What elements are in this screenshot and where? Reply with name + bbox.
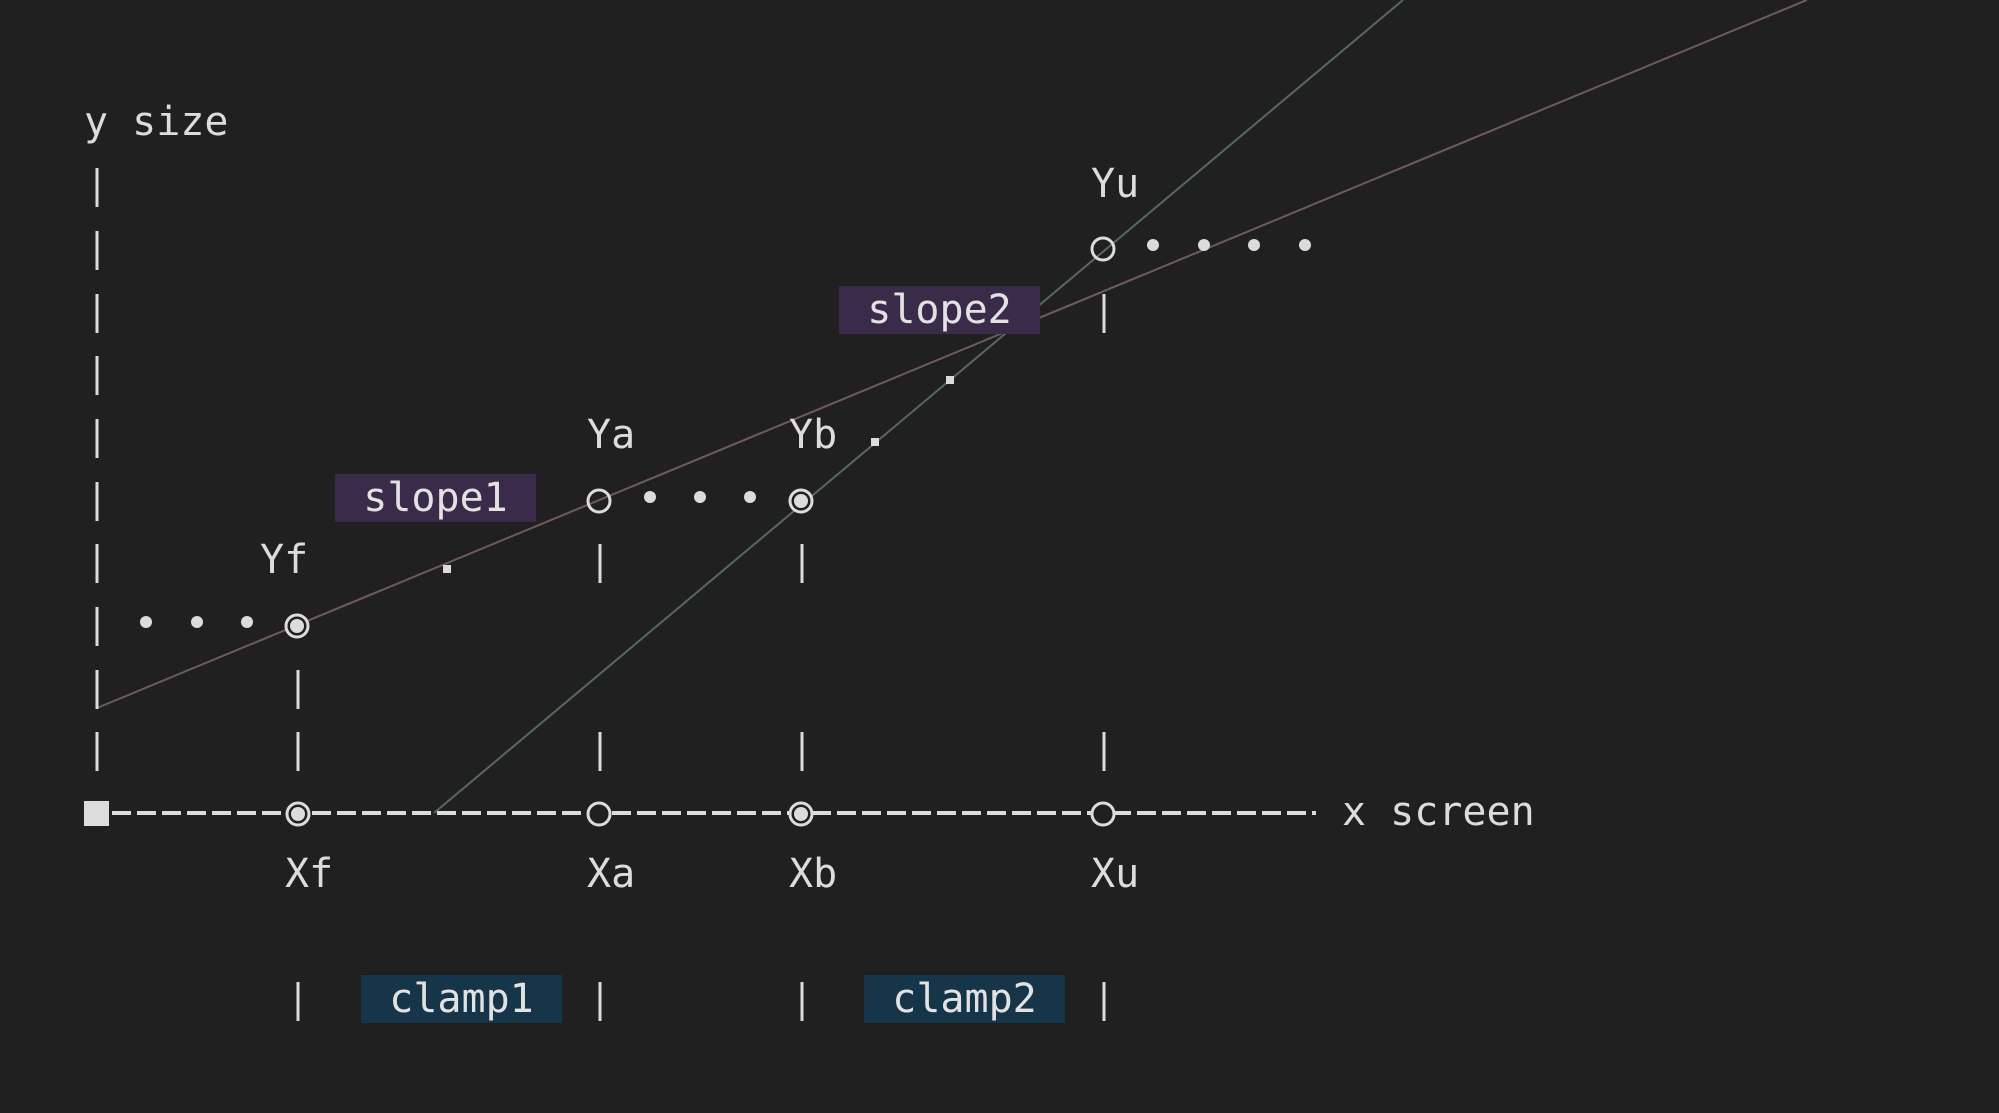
dot-leaders <box>140 239 1311 628</box>
label-xf: Xf <box>285 851 334 897</box>
clamp2-label: clamp2 <box>864 975 1065 1023</box>
slope2-line <box>433 0 1404 814</box>
y-axis-label: y size <box>84 99 229 145</box>
label-yu: Yu <box>1091 161 1140 207</box>
label-xu: Xu <box>1091 851 1140 897</box>
origin-square <box>84 801 109 826</box>
x-axis-label: x screen <box>1342 789 1535 835</box>
label-xb: Xb <box>789 851 838 897</box>
small-dots <box>443 376 954 573</box>
label-yf: Yf <box>260 537 309 583</box>
slope1-line <box>96 0 1808 709</box>
label-ya: Ya <box>587 412 636 458</box>
label-yb: Yb <box>789 412 838 458</box>
x-axis-points <box>285 801 1116 827</box>
slope1-label: slope1 <box>335 474 536 522</box>
clamp-bars <box>296 982 1106 1021</box>
slope2-label: slope2 <box>839 286 1040 334</box>
label-xa: Xa <box>587 851 636 897</box>
guide-bars <box>296 294 1106 771</box>
y-points <box>284 236 1116 639</box>
clamp1-label: clamp1 <box>361 975 562 1023</box>
